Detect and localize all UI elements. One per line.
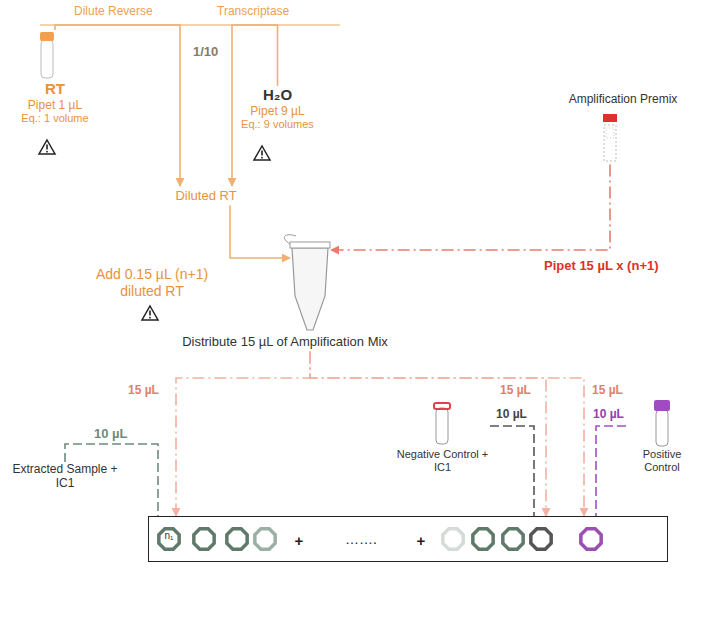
tube-body [604,125,616,161]
tube-illustration [430,402,454,446]
well [503,529,523,549]
tube-cap [40,32,54,41]
well [531,529,551,549]
connector [310,352,546,516]
well [443,529,463,549]
node-text: Pipet 1 µL [5,98,105,112]
connector [176,352,310,516]
warning-symbol [254,146,270,160]
node-text: Positive Control [626,448,698,474]
tube-cap [654,400,670,411]
node-text: H₂O [230,86,325,104]
annotation-label: Dilute Reverse [72,4,155,18]
node-text: Negative Control + IC1 [395,448,490,474]
well [159,529,179,549]
volume-label: 15 µL [126,383,161,397]
warning-mark [261,151,263,156]
sample-source: Extracted Sample + IC1 [10,462,120,491]
volume-label: 10 µL [494,407,529,421]
well-strip-text: + [295,533,304,548]
annotation-label: 1/10 [191,44,220,60]
water-reagent: H₂OPipet 9 µLEq.: 9 volumes [230,86,325,132]
annotation-label: Transcriptase [215,4,291,18]
tube-illustration [280,234,340,334]
volume-label: 15 µL [590,383,625,397]
tube-hinge [284,235,296,244]
well [581,529,601,549]
node-text: Eq.: 9 volumes [230,118,325,131]
volume-label: Add 0.15 µL (n+1) diluted RT [75,266,229,300]
node-text: Amplification Premix [548,92,698,106]
volume-label: 10 µL [591,407,626,421]
volume-label: Pipet 15 µL x (n+1) [542,258,661,274]
tube-body [292,248,328,330]
tube-body [436,408,448,444]
node-text: Diluted RT [166,188,246,204]
warning-triangle [39,140,55,154]
node-text: Eq.: 1 volume [5,112,105,125]
volume-label: 15 µL [498,383,533,397]
warning-symbol [142,306,158,320]
warning-triangle [254,146,270,160]
well-strip: n₁ + ……. + [148,516,668,562]
well-strip-text: ……. [345,532,377,546]
well [255,529,275,549]
warning-symbol [39,140,55,154]
tube-cap [434,403,450,409]
connector [230,206,290,258]
node-text: RT [5,80,105,98]
connector [331,164,610,250]
positive-control-tube: Positive Control [626,398,698,474]
well [227,529,247,549]
volume-label: 10 µL [92,426,130,442]
premix-tube: Amplification Premix [548,92,698,164]
tube-cap [603,114,617,122]
warning-dot [46,151,48,153]
connector [596,426,626,516]
node-text: Distribute 15 µL of Amplification Mix [150,334,420,350]
tube-illustration [37,32,57,80]
diluted-enzyme: Diluted RT [166,186,246,206]
well-illustration [149,517,667,561]
tube-lid [290,242,330,248]
well [194,529,214,549]
negative-control-tube: Negative Control + IC1 [395,398,490,474]
warning-mark [149,311,151,316]
reagent-tube: RTPipet 1 µLEq.: 1 volume [5,30,105,126]
tube-body [656,410,668,446]
warning-triangle [142,306,158,320]
warning-dot [149,317,151,319]
well [473,529,493,549]
tube-fill [606,128,614,138]
node-text: Extracted Sample + IC1 [10,462,120,491]
connector [65,444,158,516]
tube-illustration [600,114,620,164]
well-strip-text: + [417,533,426,548]
tube-illustration [650,400,674,448]
tube-body [41,40,53,78]
connector [310,352,584,516]
warning-mark [46,145,48,150]
connector [490,426,534,516]
microtube [284,235,330,330]
node-text: Pipet 9 µL [230,104,325,118]
well-strip-text: n₁ [165,531,174,541]
warning-dot [261,157,263,159]
